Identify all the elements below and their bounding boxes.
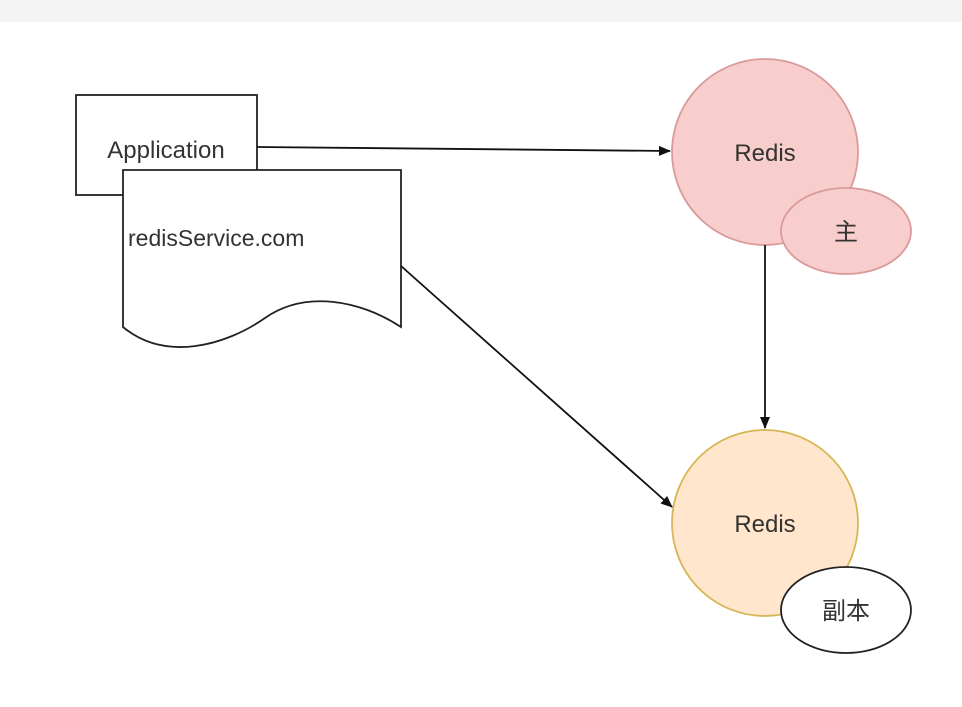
primary-tag-label: 主 [834,218,858,246]
replica-tag[interactable]: 副本 [780,566,912,654]
redis-primary-label: Redis [734,140,795,167]
redis-service-node[interactable]: redisService.com [122,169,402,348]
edge-application-to-redis-primary [256,145,671,156]
redis-service-label: redisService.com [128,225,304,251]
replica-tag-label: 副本 [822,597,870,625]
primary-tag[interactable]: 主 [780,187,912,275]
redis-replica-node[interactable]: Redis [671,429,859,617]
edge-redis-service-to-redis-replica [400,265,673,508]
application-label: Application [107,137,224,164]
top-bar [0,0,962,22]
redis-replica-label: Redis [734,511,795,538]
